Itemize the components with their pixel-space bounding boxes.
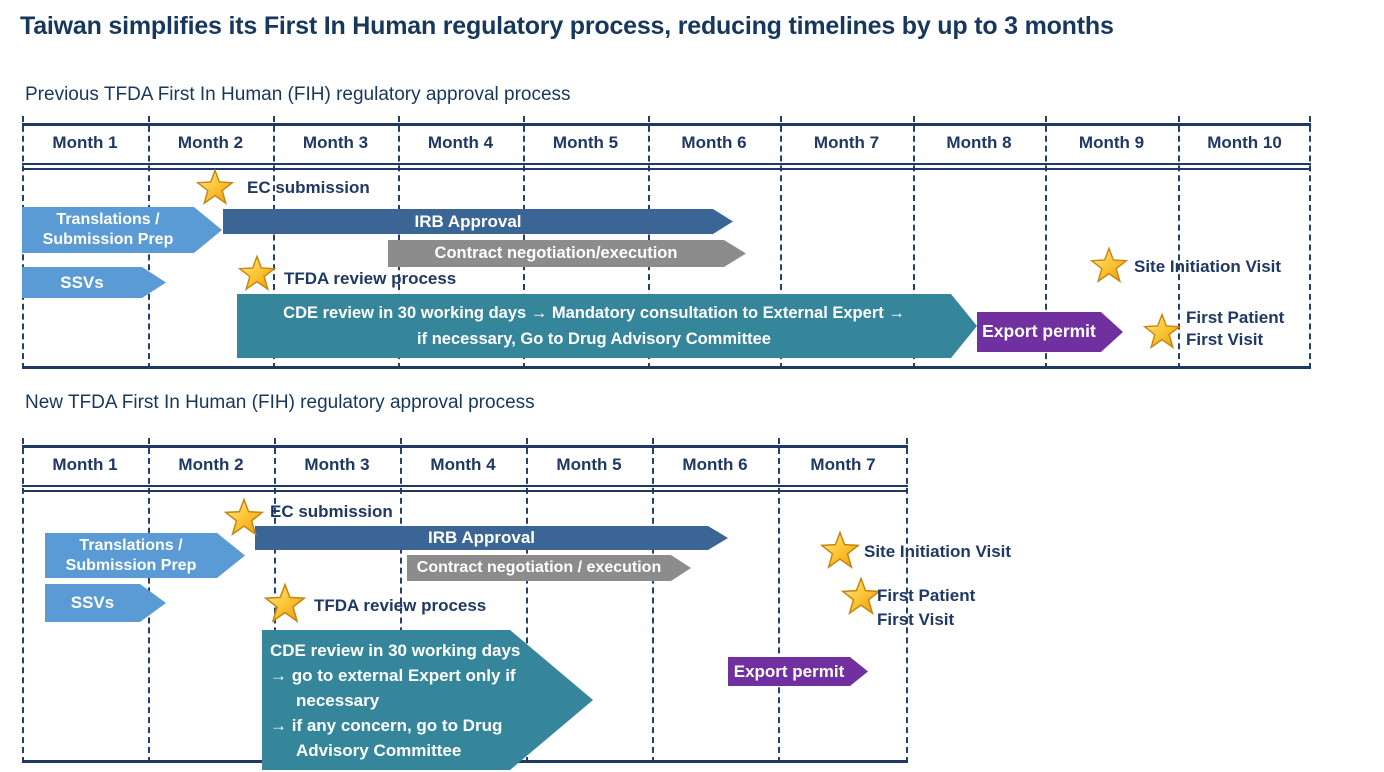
export-permit-bar: Export permit xyxy=(977,312,1123,352)
month-header: Month 2 xyxy=(177,133,244,152)
star-icon xyxy=(1142,312,1182,349)
star-icon xyxy=(819,530,861,569)
month-header: Month 5 xyxy=(556,455,622,474)
contract-negotiation-bar: Contract negotiation/execution xyxy=(388,240,746,267)
month-header: Month 3 xyxy=(304,455,370,474)
site-initiation-label: Site Initiation Visit xyxy=(1134,257,1282,276)
grid-line xyxy=(400,438,402,763)
grid-line xyxy=(780,116,782,369)
grid-line xyxy=(906,438,908,763)
month-header: Month 7 xyxy=(813,133,880,152)
grid-line xyxy=(1178,116,1180,369)
previous-process-heading: Previous TFDA First In Human (FIH) regul… xyxy=(25,84,571,105)
ec-submission-label: EC submission xyxy=(247,178,370,197)
month-header: Month 3 xyxy=(302,133,369,152)
grid-line xyxy=(652,438,654,763)
month-header: Month 1 xyxy=(52,133,118,152)
grid-line xyxy=(1045,116,1047,369)
month-header-row: Month 1 Month 2 Month 3 Month 4 Month 5 … xyxy=(22,445,908,485)
month-header: Month 8 xyxy=(946,133,1012,152)
star-icon xyxy=(195,168,235,205)
month-header: Month 10 xyxy=(1207,133,1282,152)
grid-line xyxy=(913,116,915,369)
irb-approval-bar: IRB Approval xyxy=(255,526,728,550)
new-process-heading: New TFDA First In Human (FIH) regulatory… xyxy=(25,392,535,413)
page-title: Taiwan simplifies its First In Human reg… xyxy=(20,12,1114,40)
grid-line xyxy=(273,116,275,369)
table-top-border xyxy=(22,445,908,448)
export-permit-bar: Export permit xyxy=(728,657,868,686)
month-header: Month 9 xyxy=(1078,133,1145,152)
star-icon xyxy=(263,582,307,623)
first-patient-label: First Patient First Visit xyxy=(877,586,976,629)
month-header: Month 4 xyxy=(430,455,496,474)
grid-line xyxy=(778,438,780,763)
star-icon xyxy=(1089,246,1129,283)
tfda-review-label: TFDA review process xyxy=(284,269,457,288)
cde-review-bar: CDE review in 30 working days → Mandator… xyxy=(237,294,977,358)
month-header: Month 7 xyxy=(810,455,876,474)
star-icon xyxy=(840,576,882,615)
table-top-border xyxy=(22,123,1311,126)
month-header: Month 6 xyxy=(681,133,747,152)
grid-line xyxy=(526,438,528,763)
month-header: Month 4 xyxy=(427,133,494,152)
star-icon xyxy=(237,254,277,291)
first-patient-label: First Patient First Visit xyxy=(1186,308,1285,349)
month-header: Month 5 xyxy=(552,133,619,152)
header-separator xyxy=(22,163,1311,170)
irb-approval-bar: IRB Approval xyxy=(223,209,733,234)
translations-bar: Translations / Submission Prep xyxy=(45,533,245,578)
month-header: Month 1 xyxy=(52,455,118,474)
grid-line xyxy=(22,438,24,763)
table-bottom-border xyxy=(22,366,1311,369)
grid-line xyxy=(1309,116,1311,369)
header-separator xyxy=(22,485,908,492)
ssvs-bar: SSVs xyxy=(22,267,166,298)
tfda-review-label: TFDA review process xyxy=(314,596,487,615)
month-header-row: Month 1 Month 2 Month 3 Month 4 Month 5 … xyxy=(22,123,1311,163)
contract-negotiation-bar: Contract negotiation / execution xyxy=(407,555,691,581)
ec-submission-label: EC submission xyxy=(270,502,393,521)
previous-timeline-table: Month 1 Month 2 Month 3 Month 4 Month 5 … xyxy=(22,116,1311,369)
star-icon xyxy=(223,497,265,536)
month-header: Month 6 xyxy=(682,455,748,474)
ssvs-bar: SSVs xyxy=(45,584,166,622)
site-initiation-label: Site Initiation Visit xyxy=(864,542,1012,561)
translations-bar: Translations / Submission Prep xyxy=(22,207,222,253)
month-header: Month 2 xyxy=(178,455,244,474)
